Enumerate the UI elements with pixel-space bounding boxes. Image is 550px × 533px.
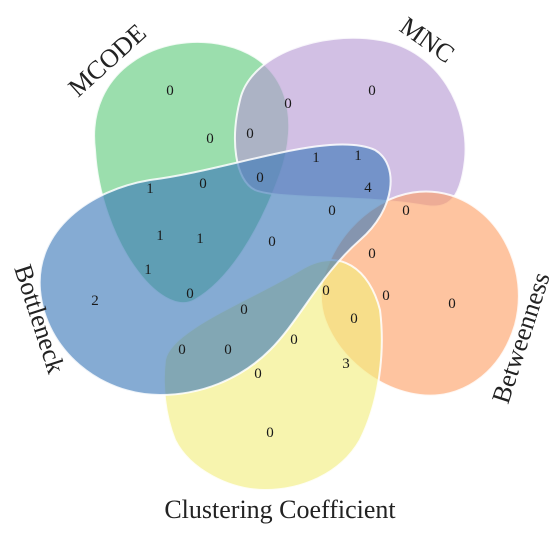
- count-mnc-only: 0: [368, 83, 376, 99]
- count-region-w: 0: [224, 342, 232, 358]
- count-region-l: 1: [156, 228, 164, 244]
- count-group: 0 0 0 0 2 0 0 0 1 1 1 0 0 4 0 0 1 1 0 0 …: [91, 83, 456, 441]
- count-region-h: 0: [256, 170, 264, 186]
- count-region-y: 0: [254, 366, 262, 382]
- count-region-d: 1: [312, 150, 320, 166]
- petal-group: [38, 36, 520, 492]
- count-region-m: 1: [196, 231, 204, 247]
- bottleneck-petal: [38, 143, 392, 397]
- count-betweenness-only: 0: [448, 296, 456, 312]
- count-clustering-only: 0: [266, 425, 274, 441]
- count-region-v: 0: [178, 342, 186, 358]
- count-region-i: 4: [364, 180, 372, 196]
- count-region-o: 0: [368, 246, 376, 262]
- count-bottleneck-only: 2: [91, 293, 99, 309]
- count-region-c: 0: [246, 126, 254, 142]
- count-region-s: 0: [382, 288, 390, 304]
- count-region-g: 0: [199, 176, 207, 192]
- count-region-r: 0: [322, 283, 330, 299]
- count-region-z: 3: [342, 356, 350, 372]
- count-region-e: 1: [354, 148, 362, 164]
- count-region-j: 0: [328, 203, 336, 219]
- count-region-a: 0: [284, 96, 292, 112]
- count-region-t: 0: [240, 302, 248, 318]
- count-region-u: 0: [350, 311, 358, 327]
- count-region-p: 1: [144, 262, 152, 278]
- count-region-q: 0: [186, 286, 194, 302]
- count-region-k: 0: [402, 203, 410, 219]
- count-region-x: 0: [290, 332, 298, 348]
- count-region-n: 0: [268, 234, 276, 250]
- count-region-f: 1: [146, 181, 154, 197]
- count-region-b: 0: [206, 131, 214, 147]
- count-mcode-only: 0: [166, 83, 174, 99]
- clustering-label: Clustering Coefficient: [164, 495, 396, 524]
